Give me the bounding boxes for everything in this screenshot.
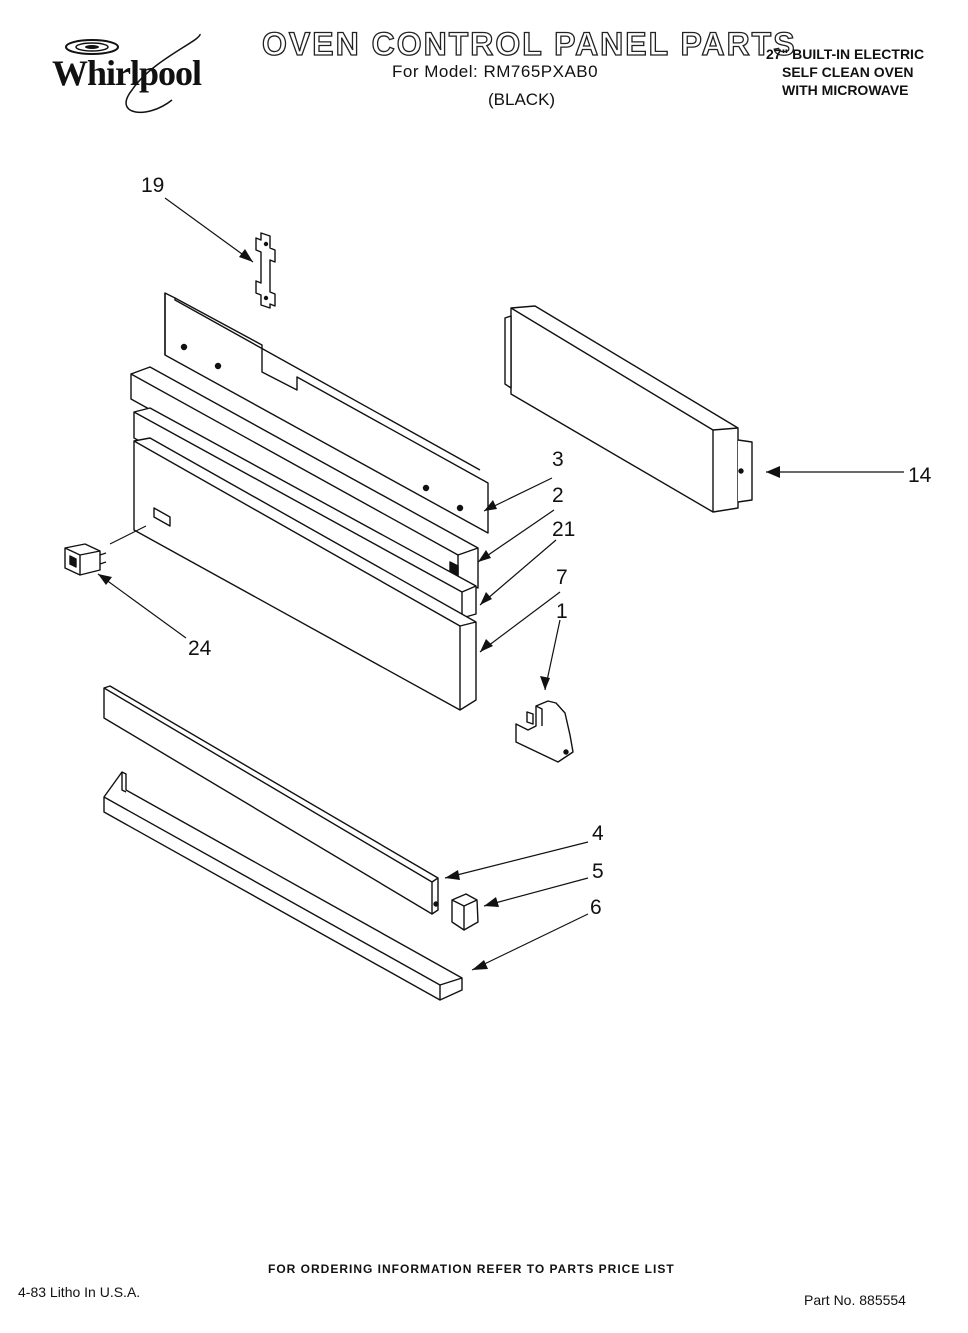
- part-19-bracket: [255, 232, 276, 309]
- ordering-note: FOR ORDERING INFORMATION REFER TO PARTS …: [268, 1262, 675, 1276]
- callout-21: 21: [552, 518, 575, 541]
- callout-19: 19: [141, 174, 164, 197]
- part-6-trim-rail: [103, 771, 463, 1001]
- page-title: OVEN CONTROL PANEL PARTS: [261, 25, 797, 62]
- part-7-front-panel: [133, 437, 477, 711]
- model-line: For Model: RM765PXAB0: [392, 62, 599, 81]
- spec-line-1: 27" BUILT-IN ELECTRIC: [766, 46, 925, 62]
- callout-3: 3: [552, 448, 564, 471]
- swirl-icon: [65, 33, 201, 114]
- whirlpool-logo: Whirlpool: [52, 30, 227, 120]
- part-24-switch: [64, 543, 107, 576]
- part-number: Part No. 885554: [804, 1292, 906, 1308]
- callout-1: 1: [556, 600, 568, 623]
- spec-line-2: SELF CLEAN OVEN: [782, 64, 914, 80]
- callout-7: 7: [556, 566, 568, 589]
- arrowheads: [98, 249, 780, 970]
- callout-14: 14: [908, 464, 932, 487]
- part-1-side-bracket: [515, 700, 574, 763]
- callout-2: 2: [552, 484, 564, 507]
- color-line: (BLACK): [488, 90, 556, 109]
- part-14-side-box: [504, 305, 753, 513]
- part-4-trim-strip: [103, 685, 439, 915]
- part-5-end-cap: [451, 893, 479, 931]
- callout-4: 4: [592, 822, 604, 845]
- callout-24: 24: [188, 637, 212, 660]
- part-3-back-panel: [164, 292, 489, 534]
- brand-wordmark: Whirlpool: [52, 53, 202, 93]
- callout-6: 6: [590, 896, 602, 919]
- part-21-strip: [133, 407, 477, 619]
- litho-note: 4-83 Litho In U.S.A.: [18, 1284, 141, 1300]
- spec-line-3: WITH MICROWAVE: [782, 82, 909, 98]
- callout-5: 5: [592, 860, 604, 883]
